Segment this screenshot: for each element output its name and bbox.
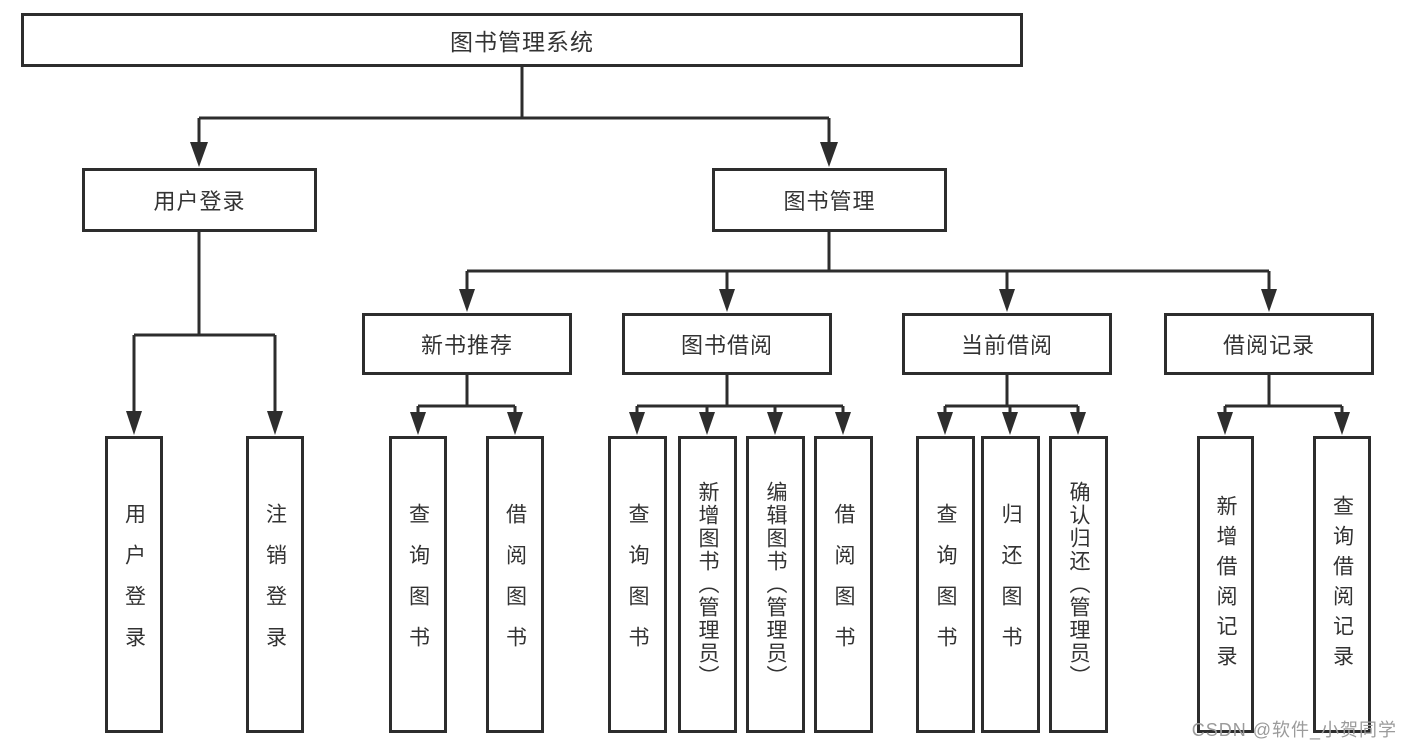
leaf-rec-borrow-books: 借阅图书 (486, 436, 544, 733)
node-label: 查询图书 (626, 502, 649, 667)
branch-new-book-rec (416, 375, 517, 417)
node-label: 新增借阅记录 (1214, 494, 1237, 675)
csdn-watermark: CSDN @软件_小贺同学 (1191, 720, 1397, 740)
node-new-book-recommend: 新书推荐 (362, 313, 572, 375)
leaf-logout: 注销登录 (246, 436, 304, 733)
branch-user-login (132, 232, 277, 414)
leaf-cb-confirm-return-admin: 确认归还（管理员） (1049, 436, 1108, 733)
leaf-bb-add-books-admin: 新增图书（管理员） (678, 436, 737, 733)
node-borrow-records: 借阅记录 (1164, 313, 1374, 375)
node-label: 借阅图书 (832, 502, 855, 667)
branch-root (197, 67, 831, 147)
leaf-bb-borrow-books: 借阅图书 (814, 436, 873, 733)
node-label: 借阅图书 (503, 502, 527, 667)
leaf-cb-return-books: 归还图书 (981, 436, 1040, 733)
node-label: 用户登录 (122, 502, 146, 667)
node-book-management-system: 图书管理系统 (21, 13, 1023, 67)
node-label: 借阅记录 (1222, 333, 1315, 358)
node-label: 注销登录 (263, 502, 287, 667)
leaf-bb-edit-books-admin: 编辑图书（管理员） (746, 436, 805, 733)
branch-book-management (465, 232, 1271, 291)
node-label: 归还图书 (999, 502, 1022, 667)
node-label: 图书借阅 (680, 333, 773, 358)
leaf-user-login: 用户登录 (105, 436, 163, 733)
leaf-br-add-record: 新增借阅记录 (1197, 436, 1254, 733)
node-label: 查询图书 (406, 502, 430, 667)
branch-borrow-records (1223, 375, 1344, 417)
leaf-rec-query-books: 查询图书 (389, 436, 447, 733)
node-book-management: 图书管理 (712, 168, 947, 232)
node-label: 图书管理系统 (450, 29, 594, 55)
node-label: 当前借阅 (960, 333, 1053, 358)
node-label: 确认归还（管理员） (1067, 481, 1090, 688)
node-label: 图书管理 (783, 189, 876, 214)
node-label: 新增图书（管理员） (696, 481, 719, 688)
node-book-borrow: 图书借阅 (622, 313, 832, 375)
leaf-cb-query-books: 查询图书 (916, 436, 975, 733)
node-label: 编辑图书（管理员） (764, 481, 787, 688)
node-label: 新书推荐 (420, 333, 513, 358)
arrowheads (126, 142, 1350, 435)
node-label: 查询借阅记录 (1330, 494, 1354, 675)
node-label: 用户登录 (153, 189, 246, 214)
leaf-bb-query-books: 查询图书 (608, 436, 667, 733)
branch-current-borrow (943, 375, 1080, 417)
node-label: 查询图书 (934, 502, 957, 667)
leaf-br-query-record: 查询借阅记录 (1313, 436, 1371, 733)
node-user-login: 用户登录 (82, 168, 317, 232)
node-current-borrow: 当前借阅 (902, 313, 1112, 375)
branch-book-borrow (635, 375, 845, 417)
